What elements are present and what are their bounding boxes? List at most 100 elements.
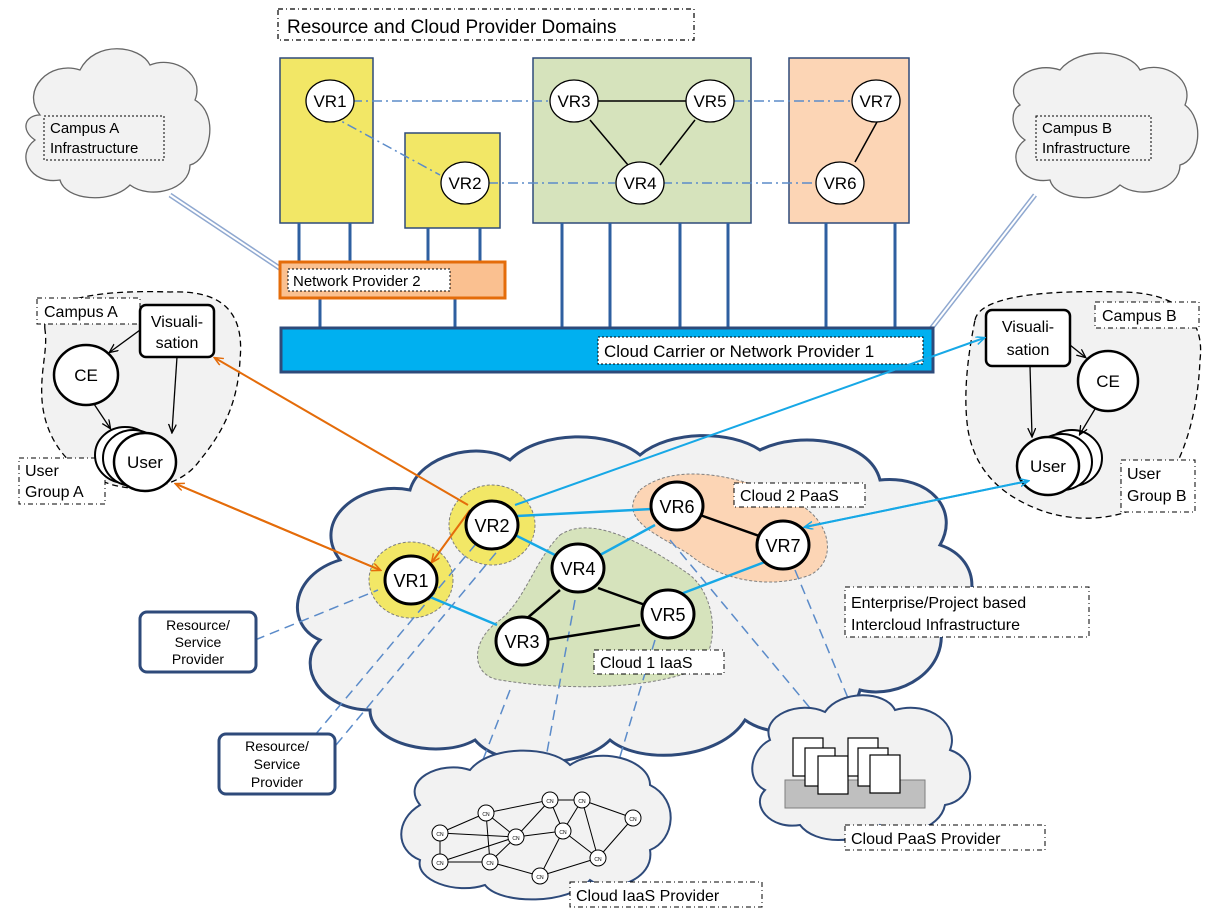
campus-a-user-label: User	[127, 453, 163, 472]
campus-a-visualisation-line1: Visuali-	[151, 314, 203, 331]
cloud-vr7-node	[755, 519, 811, 571]
campus-b-ce	[1076, 349, 1140, 413]
top-vr6-label: VR6	[823, 174, 856, 193]
cn-node-label: CN	[629, 817, 637, 823]
cloud-2-paas-label: Cloud 2 PaaS	[740, 488, 839, 505]
cn-node-label: CN	[559, 830, 567, 836]
cloud-vr6-label: VR6	[659, 497, 694, 517]
campus-b-infra-label-box	[1035, 115, 1152, 161]
campus-b-label: Campus B	[1102, 308, 1177, 325]
campus-a-vis-to-ce-arrow	[110, 329, 141, 352]
cloud-vr1-node	[383, 554, 439, 606]
rsp1-line2: Service	[175, 634, 222, 650]
rsp1-line3: Provider	[172, 651, 224, 667]
user-group-a-label-box	[18, 457, 106, 505]
cyan-arrow-vr2-to-campus-b	[514, 338, 984, 506]
iaas-mesh-nodes: CN CN CN CN CN CN CN CN CN CN CN	[431, 791, 642, 885]
campus-a-user	[112, 431, 178, 493]
cloud-vr4-node	[550, 542, 606, 594]
enterprise-line1: Enterprise/Project based	[851, 595, 1026, 612]
top-vr3-node	[549, 79, 599, 123]
cn-node-label: CN	[546, 799, 554, 805]
campus-a-ce-label: CE	[74, 366, 98, 385]
cn-node	[477, 804, 495, 822]
cn-node-label: CN	[578, 799, 586, 805]
campus-a-infra-line1: Campus A	[50, 120, 119, 137]
cn-node-label: CN	[436, 832, 444, 838]
campus-b-vis-to-user-arrow	[1030, 365, 1032, 436]
orange-arrow-user-to-vr1	[175, 483, 380, 570]
cn-node-label: CN	[594, 857, 602, 863]
cloud-paas-provider-label: Cloud PaaS Provider	[851, 831, 1001, 848]
cloud-black-links	[524, 513, 766, 642]
network-provider-2-label-box	[287, 268, 451, 292]
top-vr-nodes: VR1 VR2 VR3 VR4 VR5 VR6 VR7	[305, 79, 901, 205]
top-vr4-node	[615, 161, 665, 205]
cloud-iaas-provider-label-box	[569, 881, 763, 908]
cloud-2-paas-label-box	[733, 482, 866, 508]
cloud-vr2-label: VR2	[474, 516, 509, 536]
user-group-a-line1: User	[25, 463, 59, 480]
cloud-1-iaas-label-box	[593, 649, 725, 675]
campus-b-ce-to-user-arrow	[1080, 408, 1096, 434]
top-vr2-label: VR2	[448, 174, 481, 193]
top-vr7-node	[851, 79, 901, 123]
cn-node	[481, 853, 499, 871]
top-vr-solid-links	[589, 100, 878, 166]
top-vr4-label: VR4	[623, 174, 656, 193]
cn-node	[531, 867, 549, 885]
network-provider-2-label: Network Provider 2	[293, 273, 421, 290]
user-group-a-line2: Group A	[25, 484, 84, 501]
campus-b-infra-line1: Campus B	[1042, 120, 1112, 137]
rsp1-line1: Resource/	[166, 617, 230, 633]
cn-node-label: CN	[536, 875, 544, 881]
cn-node	[431, 824, 449, 842]
cn-node	[431, 853, 449, 871]
cloud-vr5-label: VR5	[650, 605, 685, 625]
domain-connectors	[297, 223, 897, 328]
network-provider-1-label: Cloud Carrier or Network Provider 1	[604, 342, 874, 361]
campus-a-label-box	[36, 297, 141, 325]
cloud-paas-provider-label-box	[844, 824, 1046, 851]
campus-b-infra-line2: Infrastructure	[1042, 140, 1130, 157]
top-vr5-label: VR5	[693, 92, 726, 111]
enterprise-line2: Intercloud Infrastructure	[851, 617, 1020, 634]
campus-b-vis-to-ce-arrow	[1069, 344, 1085, 357]
cloud-vr7-label: VR7	[765, 536, 800, 556]
rsp2-line2: Service	[254, 756, 301, 772]
top-vr6-node	[815, 161, 865, 205]
resource-service-provider-box-1	[138, 610, 258, 674]
cn-node-label: CN	[436, 861, 444, 867]
campus-a-label: Campus A	[44, 304, 118, 321]
top-vr1-label: VR1	[313, 92, 346, 111]
cn-node-label: CN	[512, 836, 520, 842]
title-text: Resource and Cloud Provider Domains	[287, 17, 617, 38]
top-vr2-node	[440, 161, 490, 205]
user-group-b-line2: Group B	[1127, 488, 1187, 505]
cn-node	[507, 828, 525, 846]
cn-node	[624, 809, 642, 827]
campus-b-infra-link-inner	[929, 194, 1036, 331]
orange-arrow-vr2-to-vr1	[432, 509, 471, 562]
top-vr-links	[329, 100, 852, 184]
cn-node	[589, 849, 607, 867]
campus-a-infra-label-box	[43, 115, 165, 161]
top-vr3-label: VR3	[557, 92, 590, 111]
top-vr7-label: VR7	[859, 92, 892, 111]
cn-node-label: CN	[482, 812, 490, 818]
top-vr5-node	[685, 79, 735, 123]
cloud-vr2-node	[464, 499, 520, 551]
top-vr1-node	[305, 79, 355, 123]
rsp2-line3: Provider	[251, 774, 303, 790]
campus-b-user-label: User	[1030, 457, 1066, 476]
user-group-b-line1: User	[1127, 466, 1161, 483]
campus-a-ce-to-user-arrow	[93, 403, 110, 428]
campus-b-visualisation-line1: Visuali-	[1002, 319, 1054, 336]
paas-server-stack	[784, 737, 926, 809]
cloud-vr1-label: VR1	[393, 571, 428, 591]
campus-a-infra-line2: Infrastructure	[50, 140, 138, 157]
cloud-1-iaas-label: Cloud 1 IaaS	[600, 655, 693, 672]
campus-b-visualisation-line2: sation	[1007, 342, 1050, 359]
cloud-vr3-node	[494, 615, 550, 667]
enterprise-label-box	[844, 586, 1090, 638]
